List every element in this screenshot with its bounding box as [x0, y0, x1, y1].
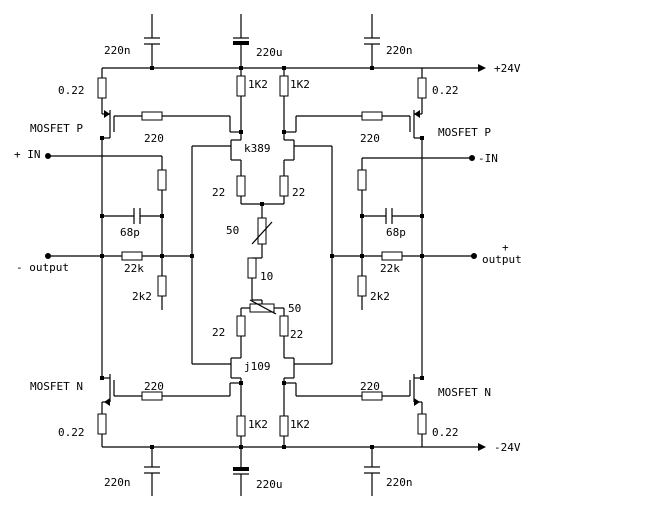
- right-output-terminal: [471, 253, 477, 259]
- r-src-top-left-label: 0.22: [58, 84, 85, 97]
- r-gate-bot-right-label: 220: [360, 380, 380, 393]
- r-src-bot-right-label: 0.22: [432, 426, 459, 439]
- r-shunt-left-label: 2k2: [132, 290, 152, 303]
- jfet-bottom-label: j109: [244, 360, 271, 373]
- output-stage-left: [48, 68, 241, 447]
- r-gate-top-right-label: 220: [360, 132, 380, 145]
- r-load-bot-left-label: 1K2: [248, 418, 268, 431]
- rails-wiring: [102, 64, 486, 451]
- left-output-terminal: [45, 253, 51, 259]
- mosfet-p-right-label: MOSFET P: [438, 126, 491, 139]
- junction-dots: [100, 66, 424, 449]
- cap-top-mid-label: 220u: [256, 46, 283, 59]
- r-gate-top-left-label: 220: [144, 132, 164, 145]
- cap-bot-right-label: 220n: [386, 476, 413, 489]
- r-load-top-right-label: 1K2: [290, 78, 310, 91]
- left-output-label: - output: [16, 261, 69, 274]
- cap-top-right-label: 220n: [386, 44, 413, 57]
- trim-bot-label: 50: [288, 302, 301, 315]
- r-gate-bot-left-label: 220: [144, 380, 164, 393]
- cap-fb-right-label: 68p: [386, 226, 406, 239]
- r-src-bot-left-label: 0.22: [58, 426, 85, 439]
- plus-in-label: + IN: [14, 148, 41, 161]
- mosfet-p-left-label: MOSFET P: [30, 122, 83, 135]
- r-load-top-left-label: 1K2: [248, 78, 268, 91]
- mosfet-n-right-label: MOSFET N: [438, 386, 491, 399]
- r-load-bot-right-label: 1K2: [290, 418, 310, 431]
- cap-bot-left-label: 220n: [104, 476, 131, 489]
- minus-in-label: -IN: [478, 152, 498, 165]
- trim-top-label: 50: [226, 224, 239, 237]
- r-fb-left-label: 22k: [124, 262, 144, 275]
- cap-bot-mid-label: 220u: [256, 478, 283, 491]
- r-deg-bot-left-label: 22: [212, 326, 225, 339]
- terminals: [45, 153, 477, 259]
- r-shunt-right-label: 2k2: [370, 290, 390, 303]
- r-fb-right-label: 22k: [380, 262, 400, 275]
- plus-in-terminal: [45, 153, 51, 159]
- cap-top-left-label: 220n: [104, 44, 131, 57]
- decoupling-capacitors: [144, 14, 380, 496]
- jfet-top-label: k389: [244, 142, 271, 155]
- r-deg-top-right-label: 22: [292, 186, 305, 199]
- cap-fb-left-label: 68p: [120, 226, 140, 239]
- r-deg-bot-right-label: 22: [290, 328, 303, 341]
- r-mid-label: 10: [260, 270, 273, 283]
- r-src-top-right-label: 0.22: [432, 84, 459, 97]
- input-stage: [191, 68, 333, 447]
- right-output-sign: +: [502, 241, 509, 254]
- right-output-label: output: [482, 253, 522, 266]
- r-deg-top-left-label: 22: [212, 186, 225, 199]
- rail-positive-label: +24V: [494, 62, 521, 75]
- labels: +24V -24V + IN -IN - output + output MOS…: [14, 44, 522, 491]
- mosfet-n-left-label: MOSFET N: [30, 380, 83, 393]
- rail-negative-label: -24V: [494, 441, 521, 454]
- minus-in-terminal: [469, 155, 475, 161]
